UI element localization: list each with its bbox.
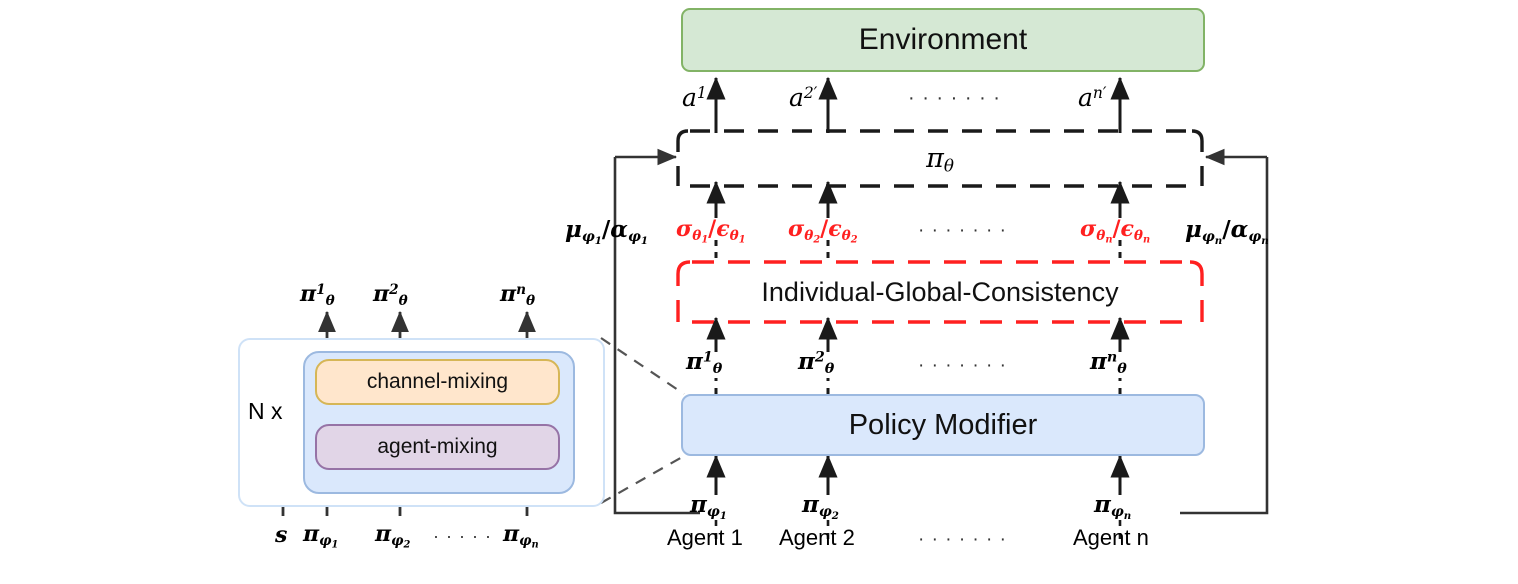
global-policy-label: πθ [926, 143, 954, 176]
sigma-epsilon-label-2: σθ2/ϵθ2 [788, 216, 858, 246]
panel-output-label-n: πnθ [500, 281, 536, 309]
environment-label: Environment [858, 23, 1028, 56]
agent-name-n: Agent n [1073, 525, 1149, 550]
sigma-epsilon-ellipsis: · · · · · · · [918, 220, 1007, 241]
sigma-epsilon-label-1: σθ1/ϵθ1 [676, 216, 746, 246]
channel-mixing-box: channel-mixing [315, 359, 560, 405]
modifier-output-ellipsis: · · · · · · · [918, 355, 1007, 376]
global-policy-box: πθ [678, 131, 1202, 186]
agent-name-2: Agent 2 [779, 525, 855, 550]
panel-output-label-1: π1θ [300, 281, 335, 309]
panel-input-state-label: s [275, 522, 288, 548]
mu-alpha-label-n: μφn/αφn [1185, 216, 1269, 247]
agent-policy-label-1: πφ1 [690, 491, 727, 522]
consistency-label: Individual-Global-Consistency [761, 276, 1119, 307]
panel-input-policy-1: πφ1 [303, 521, 339, 551]
action-label-1: a1 [682, 83, 707, 112]
agent-name-ellipsis: · · · · · · · [918, 529, 1007, 550]
individual-global-consistency-box: Individual-Global-Consistency [678, 262, 1202, 322]
action-ellipsis: · · · · · · · [908, 87, 1001, 109]
agent-mixing-box: agent-mixing [315, 424, 560, 470]
sigma-epsilon-label-n: σθn/ϵθn [1080, 216, 1151, 246]
action-label-n: an′ [1078, 83, 1107, 112]
environment-box: Environment [681, 8, 1205, 72]
modifier-output-label-2: π2θ [798, 348, 835, 377]
panel-input-policy-2: πφ2 [375, 521, 411, 551]
mu-alpha-label-1: μφ1/αφ1 [565, 216, 649, 247]
panel-input-policy-n: πφn [503, 521, 539, 551]
action-label-2: a2′ [789, 83, 818, 112]
agent-name-1: Agent 1 [667, 525, 743, 550]
agent-policy-label-n: πφn [1094, 491, 1132, 522]
channel-mixing-label: channel-mixing [366, 370, 509, 393]
modifier-output-label-1: π1θ [686, 348, 723, 377]
modifier-output-label-n: πnθ [1090, 348, 1127, 377]
panel-output-label-2: π2θ [373, 281, 408, 309]
repeat-count-label: N x [248, 398, 283, 424]
agent-policy-label-2: πφ2 [802, 491, 839, 522]
agent-mixing-label: agent-mixing [377, 435, 498, 458]
panel-input-ellipsis: · · · · · [433, 526, 492, 546]
policy-modifier-label: Policy Modifier [848, 408, 1038, 441]
policy-modifier-box: Policy Modifier [681, 394, 1205, 456]
